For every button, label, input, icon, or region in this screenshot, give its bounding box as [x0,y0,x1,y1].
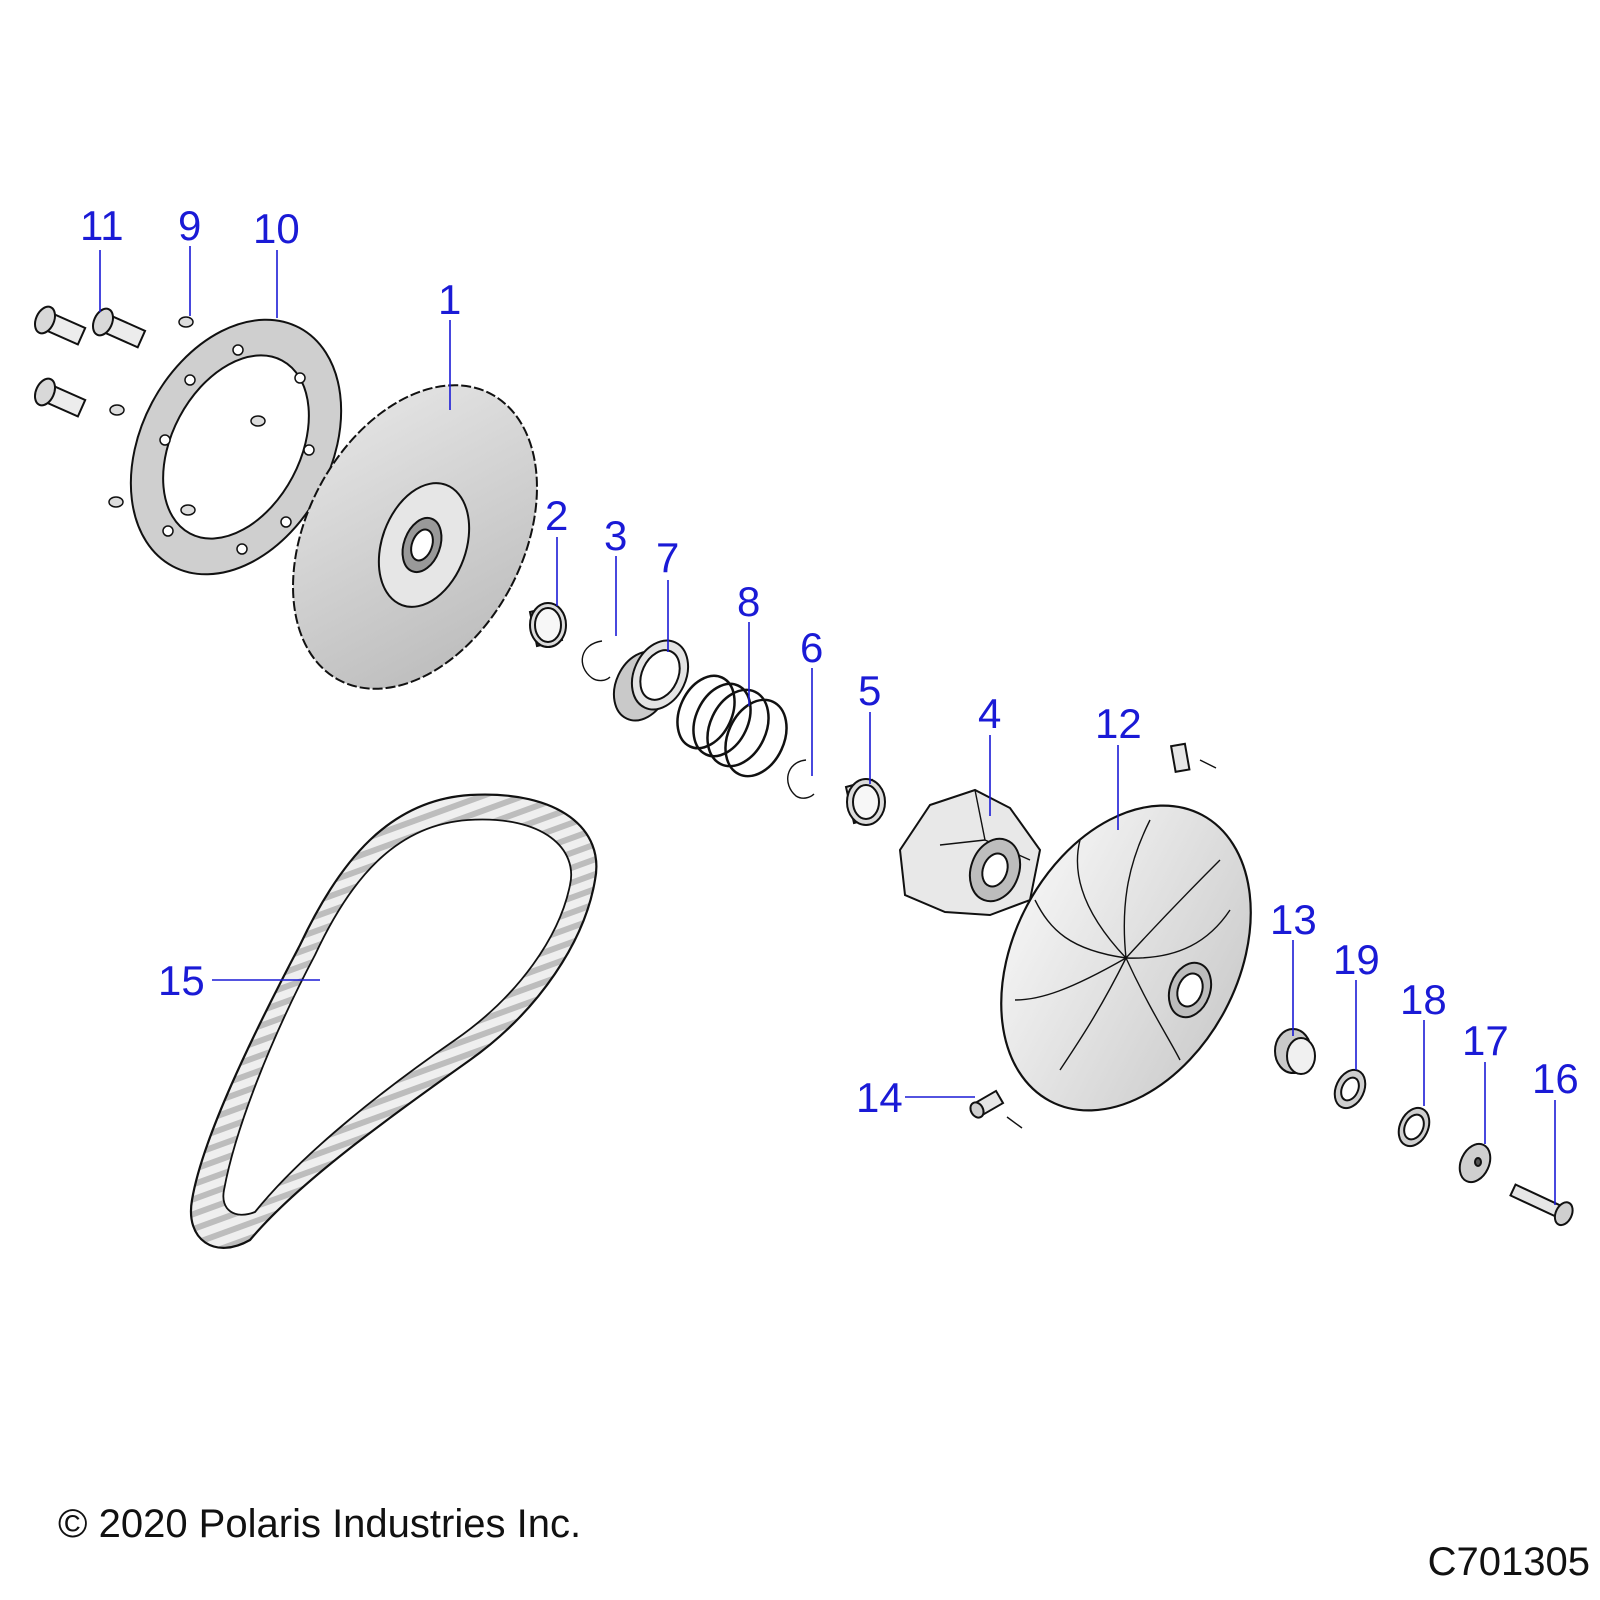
leader-lines [99,246,1556,1205]
spider [898,788,1042,917]
callout-16: 16 [1532,1055,1579,1102]
rivets [108,316,266,516]
spring [676,674,788,778]
callout-7: 7 [656,534,679,581]
washer-19 [1333,1068,1367,1110]
callout-14: 14 [856,1074,903,1121]
drive-belt [189,793,598,1249]
bushing-3 [1274,1028,1316,1075]
callout-12: 12 [1095,700,1142,747]
retaining-ring [581,640,611,682]
bushing [528,602,567,648]
bushing-2 [844,778,886,826]
callout-labels: 11 9 10 1 2 3 7 8 6 5 4 12 13 19 18 17 1… [80,202,1579,1121]
washer-18 [1397,1106,1431,1148]
callout-18: 18 [1400,976,1447,1023]
callout-1: 1 [438,276,461,323]
bolts [33,305,147,418]
washer-17 [1458,1142,1492,1184]
retaining-bolt [1509,1183,1574,1227]
moveable-sheave [1000,742,1252,1112]
callout-8: 8 [737,578,760,625]
spring-cup [612,639,690,722]
callout-2: 2 [545,492,568,539]
callout-13: 13 [1270,896,1317,943]
callout-19: 19 [1333,936,1380,983]
drawing-number: C701305 [1427,1540,1590,1584]
callout-3: 3 [604,512,627,559]
callout-15: 15 [158,957,205,1004]
callout-4: 4 [978,690,1001,737]
callout-6: 6 [800,624,823,671]
callout-10: 10 [253,205,300,252]
callout-17: 17 [1462,1017,1509,1064]
fixed-sheave [292,384,538,690]
callout-11: 11 [80,202,124,249]
retaining-ring-2 [787,759,815,799]
callout-5: 5 [858,667,881,714]
callout-9: 9 [178,202,201,249]
copyright-notice: © 2020 Polaris Industries Inc. [58,1502,582,1546]
roller-pin [969,1089,1023,1129]
